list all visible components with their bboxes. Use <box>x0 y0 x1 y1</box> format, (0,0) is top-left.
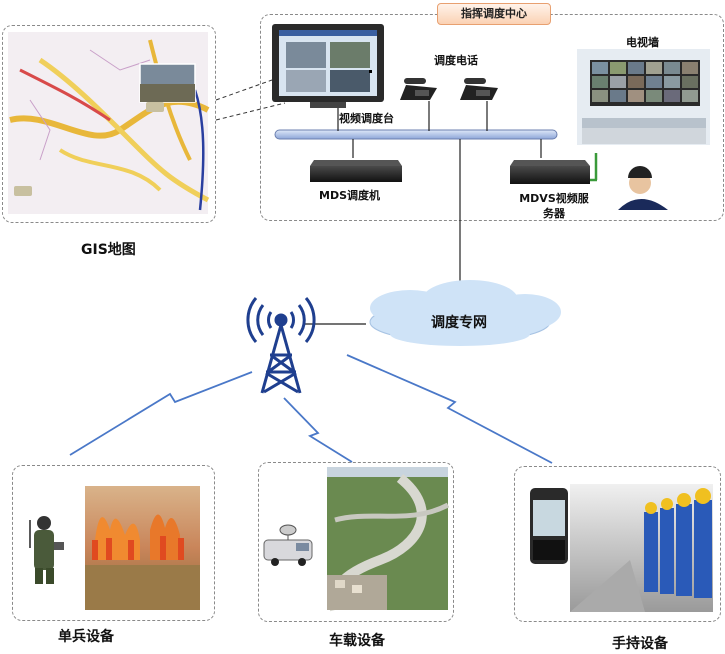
mds-label: MDS调度机 <box>319 189 380 202</box>
mds-server-icon <box>310 160 402 182</box>
mdvs-label: MDVS视频服务器 <box>519 192 589 220</box>
vehicle-device-label: 车载设备 <box>329 633 385 649</box>
soldier-device-label: 单兵设备 <box>58 629 114 645</box>
satellite-vehicle-icon <box>263 524 313 566</box>
gis-map-image <box>8 32 210 214</box>
operator-icon <box>618 166 668 210</box>
phone-icon <box>400 78 437 100</box>
wireless-link-soldier <box>69 371 253 456</box>
network-bus <box>274 129 558 140</box>
video-console-label: 视频调度台 <box>339 112 394 125</box>
dispatch-phone-label: 调度电话 <box>434 54 478 67</box>
workers-photo <box>570 484 713 612</box>
tv-wall-label: 电视墙 <box>626 36 659 49</box>
phone-icon <box>460 78 498 100</box>
wireless-tower-icon <box>246 297 316 394</box>
control-center-title: 指挥调度中心 <box>437 3 551 25</box>
tv-wall-image <box>577 49 710 145</box>
gis-map-label: GIS地图 <box>81 242 136 258</box>
dispatch-network-cloud <box>369 280 561 346</box>
video-console-monitor <box>272 24 384 108</box>
handheld-device-label: 手持设备 <box>612 636 668 652</box>
handheld-terminal-icon <box>530 488 568 564</box>
firefighting-photo <box>85 486 200 610</box>
network-label: 调度专网 <box>431 315 487 331</box>
mdvs-server-icon <box>510 160 590 184</box>
soldier-icon <box>29 516 64 584</box>
wireless-link-vehicle <box>283 397 353 463</box>
wireless-link-handheld <box>346 354 553 464</box>
highway-photo <box>327 467 450 612</box>
